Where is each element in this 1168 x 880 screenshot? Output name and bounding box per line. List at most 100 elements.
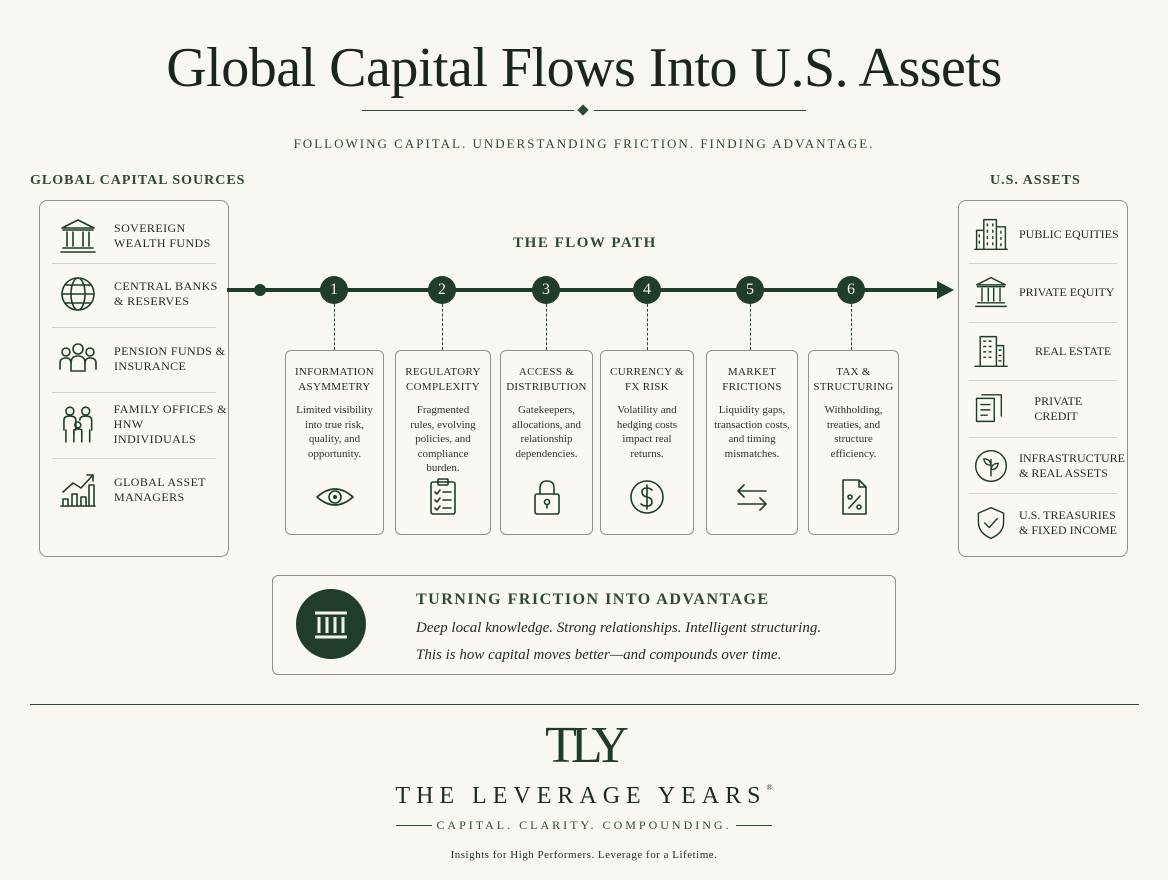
source-item-sovereign-wealth: SOVEREIGN WEALTH FUNDS (40, 215, 228, 257)
title-diamond-ornament (577, 104, 589, 116)
source-label: PENSION FUNDS & INSURANCE (114, 344, 226, 373)
brand-name-text: THE LEVERAGE YEARS (395, 783, 767, 809)
shield-check-icon (977, 506, 1005, 540)
divider (52, 263, 216, 264)
step-connector (546, 304, 547, 350)
source-label: FAMILY OFFICES & HNW INDIVIDUALS (113, 401, 227, 446)
step-connector (647, 304, 648, 350)
step-connector (442, 304, 443, 350)
divider (969, 493, 1117, 494)
source-item-family-offices: FAMILY OFFICES & HNW INDIVIDUALS (40, 402, 228, 446)
registered-mark: ® (766, 783, 773, 792)
step-connector (334, 304, 335, 350)
sources-panel: SOVEREIGN WEALTH FUNDS CENTRAL BANKS & R… (39, 200, 229, 557)
step-number-5: 5 (736, 276, 764, 304)
asset-label: INFRASTRUCTURE & REAL ASSETS (1019, 451, 1126, 480)
step-number-4: 4 (633, 276, 661, 304)
people-group-icon (59, 343, 97, 372)
friction-title: MARKET FRICTIONS (722, 366, 782, 393)
asset-label: PUBLIC EQUITIES (1019, 226, 1119, 241)
footer-divider (30, 704, 1139, 705)
lock-icon (533, 480, 560, 515)
dollar-coin-icon (630, 480, 664, 514)
assets-panel: PUBLIC EQUITIES PRIVATE EQUITY REAL ESTA… (958, 200, 1128, 557)
arrowhead (937, 281, 954, 299)
leaf-circle-icon (974, 449, 1008, 483)
friction-card-regulatory: REGULATORY COMPLEXITY Fragmented rules, … (395, 350, 491, 535)
assets-heading: U.S. ASSETS (990, 173, 1081, 188)
divider (52, 327, 216, 328)
percent-document-icon (841, 479, 867, 515)
title-divider-left (362, 110, 574, 111)
asset-label: PRIVATE CREDIT (1034, 394, 1083, 423)
divider (52, 392, 216, 393)
skyscraper-icon (974, 218, 1008, 251)
advantage-line-2: This is how capital moves better—and com… (416, 647, 782, 663)
footer-tagline: Insights for High Performers. Leverage f… (450, 849, 718, 861)
friction-title: ACCESS & DISTRIBUTION (506, 366, 587, 393)
asset-label: PRIVATE EQUITY (1019, 284, 1115, 299)
flow-start-dot (254, 284, 266, 296)
globe-icon (61, 277, 95, 311)
documents-icon (975, 394, 1003, 423)
divider (969, 322, 1117, 323)
step-number-2: 2 (428, 276, 456, 304)
divider (969, 380, 1117, 381)
friction-card-tax: TAX & STRUCTURING Withholding, treaties,… (808, 350, 899, 535)
growth-chart-icon (60, 474, 96, 507)
source-label: CENTRAL BANKS & RESERVES (114, 279, 218, 308)
step-connector (750, 304, 751, 350)
friction-card-currency: CURRENCY & FX RISK Volatility and hedgin… (600, 350, 694, 535)
source-item-pension-funds: PENSION FUNDS & INSURANCE (40, 338, 228, 380)
asset-item-infrastructure: INFRASTRUCTURE & REAL ASSETS (959, 447, 1127, 485)
page-title: Global Capital Flows Into U.S. Assets (166, 37, 1002, 99)
friction-card-access: ACCESS & DISTRIBUTION Gatekeepers, alloc… (500, 350, 593, 535)
friction-title: INFORMATION ASYMMETRY (294, 366, 375, 393)
family-icon (63, 406, 93, 443)
friction-title: CURRENCY & FX RISK (610, 366, 684, 393)
asset-label: REAL ESTATE (1035, 343, 1112, 358)
sources-heading: GLOBAL CAPITAL SOURCES (30, 173, 246, 188)
asset-item-public-equities: PUBLIC EQUITIES (959, 215, 1127, 253)
brand-motto: CAPITAL. CLARITY. COMPOUNDING. (436, 818, 732, 832)
source-item-central-banks: CENTRAL BANKS & RESERVES (40, 273, 228, 315)
friction-title: REGULATORY COMPLEXITY (405, 366, 481, 393)
tagline: FOLLOWING CAPITAL. UNDERSTANDING FRICTIO… (293, 136, 875, 151)
pillars-icon (315, 611, 347, 639)
source-label: SOVEREIGN WEALTH FUNDS (114, 221, 211, 250)
source-item-asset-managers: GLOBAL ASSET MANAGERS (40, 469, 228, 511)
brand-logo: TLY (545, 717, 629, 774)
friction-description: Limited visibility into true risk, quali… (296, 404, 373, 460)
checklist-clipboard-icon (430, 478, 456, 515)
friction-title: TAX & STRUCTURING (813, 366, 894, 393)
advantage-emblem (296, 589, 366, 659)
friction-description: Gatekeepers, allocations, and relationsh… (511, 404, 582, 460)
step-connector (851, 304, 852, 350)
advantage-heading: TURNING FRICTION INTO ADVANTAGE (416, 591, 770, 608)
friction-description: Liquidity gaps, transaction costs, and t… (714, 404, 790, 460)
motto-divider-left (396, 825, 432, 826)
title-divider-right (594, 110, 806, 111)
friction-description: Withholding, treaties, and structure eff… (824, 404, 883, 460)
institution-building-icon (974, 276, 1008, 308)
government-building-icon (60, 219, 96, 253)
asset-label: U.S. TREASURIES & FIXED INCOME (1019, 508, 1117, 537)
step-number-1: 1 (320, 276, 348, 304)
eye-icon (315, 488, 354, 506)
advantage-line-1: Deep local knowledge. Strong relationshi… (416, 620, 822, 636)
brand-name: THE LEVERAGE YEARS® (0, 783, 1168, 810)
advantage-panel (272, 575, 896, 675)
friction-card-market: MARKET FRICTIONS Liquidity gaps, transac… (706, 350, 798, 535)
friction-description: Volatility and hedging costs impact real… (616, 404, 678, 460)
divider (969, 263, 1117, 264)
divider (52, 458, 216, 459)
friction-card-information: INFORMATION ASYMMETRY Limited visibility… (285, 350, 384, 535)
asset-item-treasuries: U.S. TREASURIES & FIXED INCOME (959, 503, 1127, 543)
asset-item-real-estate: REAL ESTATE (959, 332, 1127, 370)
asset-item-private-credit: PRIVATE CREDIT (959, 390, 1127, 428)
step-number-3: 3 (532, 276, 560, 304)
step-number-6: 6 (837, 276, 865, 304)
friction-description: Fragmented rules, evolving policies, and… (410, 404, 476, 474)
office-building-icon (974, 335, 1008, 368)
flow-path-heading: THE FLOW PATH (513, 235, 657, 251)
